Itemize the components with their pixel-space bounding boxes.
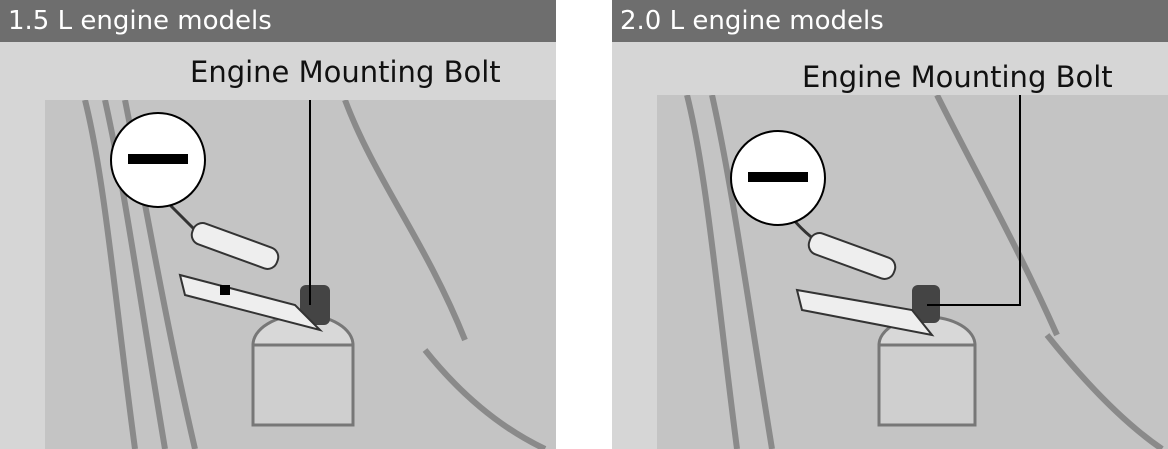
panel-2-0l: 2.0 L engine models Engine Mounting Bolt	[612, 0, 1168, 449]
engine-drawing	[657, 95, 1168, 449]
negative-terminal-icon	[730, 130, 826, 226]
negative-terminal-icon	[110, 112, 206, 208]
mounting-bolt	[300, 285, 330, 325]
panel-title: 1.5 L engine models	[0, 0, 556, 42]
panel-title: 2.0 L engine models	[612, 0, 1168, 42]
callout-label: Engine Mounting Bolt	[802, 60, 1113, 94]
mounting-bolt	[912, 285, 940, 323]
panel-1-5l: 1.5 L engine models Engine Mounting Bolt	[0, 0, 556, 449]
engine-illustration	[657, 95, 1168, 449]
callout-label: Engine Mounting Bolt	[190, 55, 501, 89]
